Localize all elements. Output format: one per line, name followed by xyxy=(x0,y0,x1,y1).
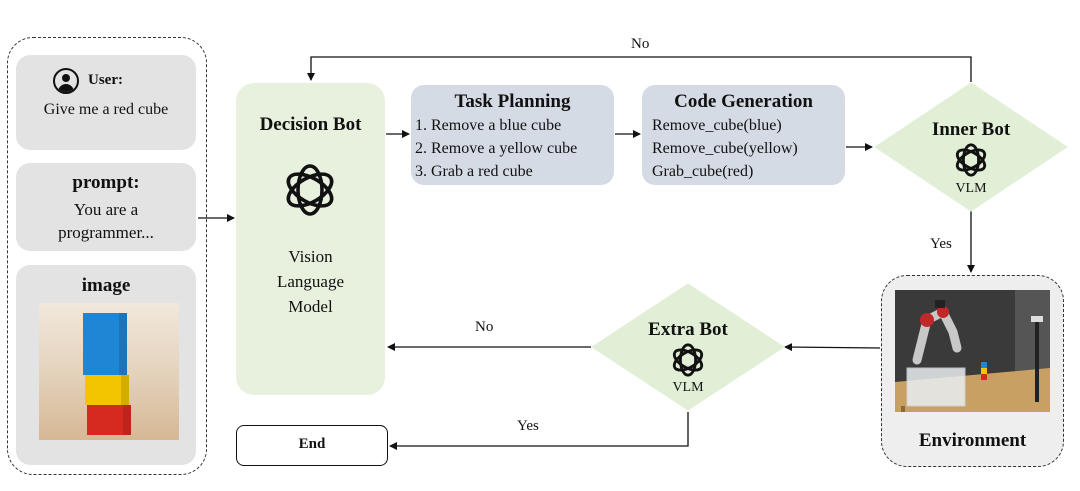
inner-bot-diamond xyxy=(874,82,1068,212)
task-planning-box xyxy=(411,85,614,185)
stacked-cubes-photo xyxy=(39,303,179,440)
extra-bot-title: Extra Bot xyxy=(648,319,728,340)
prompt-title: prompt: xyxy=(72,172,140,193)
task-step: 2. Remove a yellow cube xyxy=(415,140,578,157)
user-label: User: xyxy=(88,72,123,88)
user-message: Give me a red cube xyxy=(43,101,169,118)
arrow-extra-yes xyxy=(389,412,689,450)
user-circle-icon xyxy=(53,68,79,94)
code-generation-box xyxy=(642,85,845,185)
openai-knot-icon xyxy=(672,343,704,377)
edge-label-inner-yes: Yes xyxy=(930,236,952,252)
arrow-env-to-extra xyxy=(784,343,881,352)
extra-bot-vlm: VLM xyxy=(672,380,704,395)
end-box xyxy=(236,425,388,466)
inner-bot-vlm: VLM xyxy=(955,181,987,196)
inner-bot-title: Inner Bot xyxy=(931,119,1011,140)
blue-cube xyxy=(83,313,127,375)
decision-bot-box xyxy=(236,83,385,395)
robot-scene-illustration xyxy=(895,290,1050,412)
arrow-inner-no-loop xyxy=(307,56,972,82)
edge-label-extra-no: No xyxy=(475,319,494,335)
image-title: image xyxy=(81,275,131,296)
user-card xyxy=(16,55,196,150)
task-step: 3. Grab a red cube xyxy=(415,163,533,180)
end-label: End xyxy=(298,436,326,452)
code-line: Grab_cube(red) xyxy=(652,163,754,180)
openai-knot-icon xyxy=(286,164,334,216)
prompt-text: You are a programmer... xyxy=(58,200,154,242)
extra-bot-diamond xyxy=(591,283,785,411)
decision-bot-model: Vision Language Model xyxy=(276,247,345,316)
edge-label-inner-no: No xyxy=(631,36,650,52)
decision-bot-title: Decision Bot xyxy=(259,114,362,135)
edge-label-extra-yes: Yes xyxy=(517,418,539,434)
prompt-card xyxy=(16,163,196,251)
input-panel xyxy=(7,37,207,475)
robot-environment-photo xyxy=(895,290,1050,412)
code-line: Remove_cube(yellow) xyxy=(652,140,798,157)
environment-label: Environment xyxy=(918,430,1027,451)
code-generation-title: Code Generation xyxy=(674,91,813,112)
task-step: 1. Remove a blue cube xyxy=(415,117,562,134)
code-line: Remove_cube(blue) xyxy=(652,117,782,134)
red-cube xyxy=(87,405,131,435)
task-planning-title: Task Planning xyxy=(454,91,571,112)
yellow-cube xyxy=(85,375,129,405)
openai-knot-icon xyxy=(955,143,987,177)
